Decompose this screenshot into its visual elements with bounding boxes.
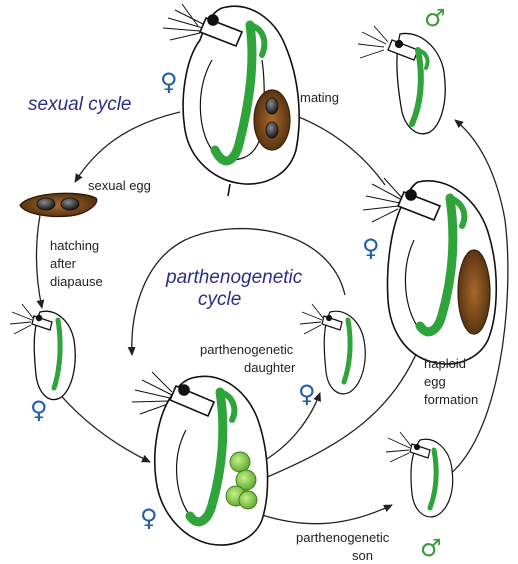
label-formation: formation xyxy=(424,392,478,408)
sexual-egg-ephippium xyxy=(20,193,97,216)
label-parthenogenetic-son-line1: parthenogenetic xyxy=(296,530,389,546)
female-symbol-icon: ♀ xyxy=(298,382,316,406)
haploid-egg-female-daphnia xyxy=(363,178,496,364)
arrow-to-parthenogenetic-female xyxy=(52,385,150,462)
arrow-mating xyxy=(285,112,385,185)
male-symbol-icon: ♂ xyxy=(420,536,442,560)
sexual-cycle-title: sexual cycle xyxy=(28,95,132,115)
label-parthenogenetic-daughter-line2: daughter xyxy=(244,360,295,376)
label-after: after xyxy=(50,256,76,272)
label-parthenogenetic-daughter-line1: parthenogenetic xyxy=(200,342,293,358)
label-hatching: hatching xyxy=(50,238,99,254)
female-symbol-icon: ♀ xyxy=(140,506,158,530)
label-diapause: diapause xyxy=(50,274,103,290)
arrow-to-son xyxy=(262,505,392,524)
arrow-to-hatchling xyxy=(36,215,42,308)
hatchling-female-daphnia xyxy=(10,304,75,400)
label-mating: mating xyxy=(300,90,339,106)
arrow-to-sexual-egg xyxy=(75,112,180,182)
male-symbol-icon: ♂ xyxy=(424,6,446,30)
parthenogenetic-cycle-title-line1: parthenogenetic xyxy=(166,268,302,288)
parthenogenetic-cycle-title-line2: cycle xyxy=(198,290,241,310)
label-parthenogenetic-son-line2: son xyxy=(352,548,373,564)
female-symbol-icon: ♀ xyxy=(160,70,178,94)
label-sexual-egg: sexual egg xyxy=(88,178,151,194)
female-symbol-icon: ♀ xyxy=(30,398,48,422)
label-haploid: haploid xyxy=(424,356,466,372)
parthenogenetic-son-daphnia xyxy=(386,432,453,517)
male-daphnia xyxy=(358,26,445,134)
female-symbol-icon: ♀ xyxy=(362,236,380,260)
label-egg: egg xyxy=(424,374,446,390)
sexual-female-daphnia xyxy=(163,4,299,196)
